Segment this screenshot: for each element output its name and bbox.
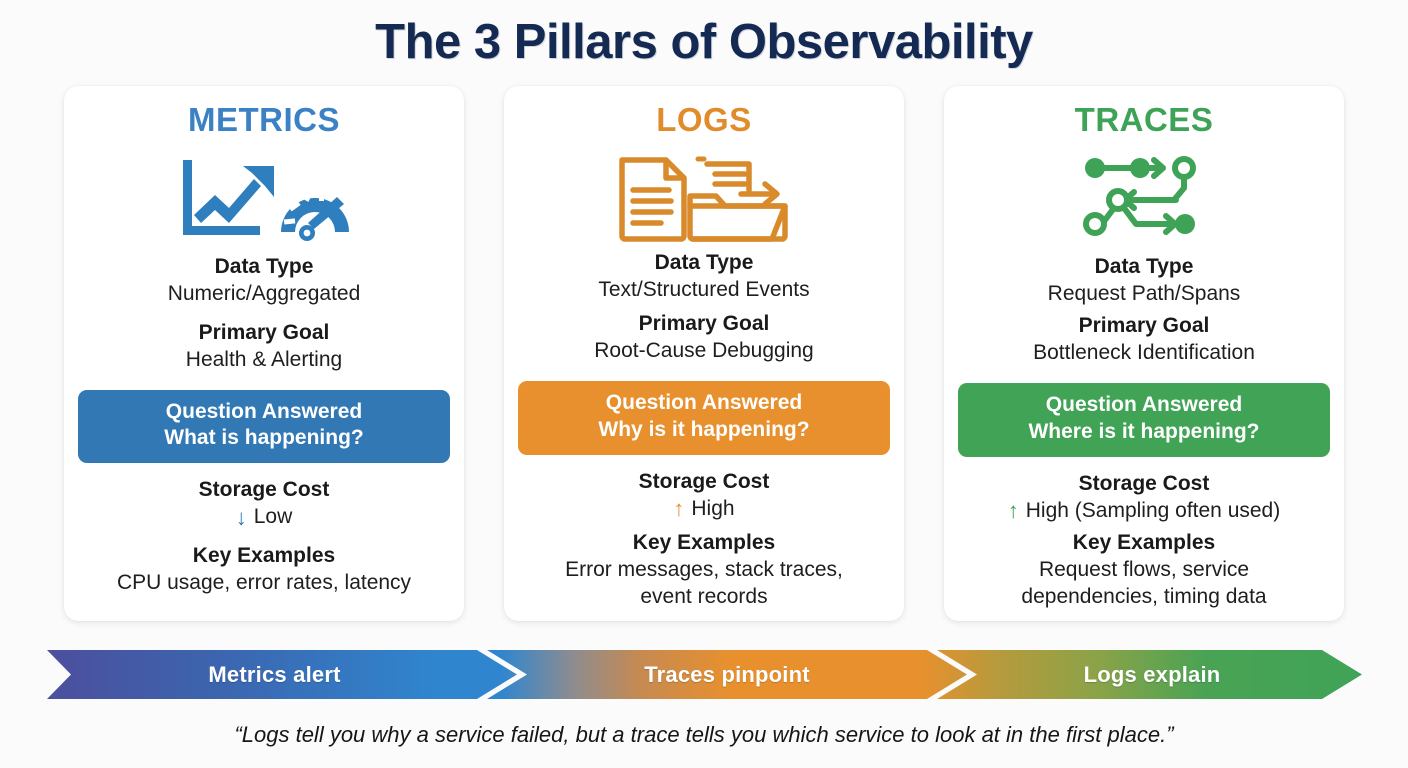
field-storage-cost-logs: Storage Cost ↑ High — [518, 469, 890, 523]
card-logs: LOGS — [504, 86, 904, 621]
question-pill-traces: Question Answered Where is it happening? — [958, 383, 1330, 457]
label-key-examples: Key Examples — [192, 544, 336, 567]
value-data-type: Numeric/Aggregated — [167, 281, 361, 305]
arrow-down-icon: ↓ — [235, 504, 247, 530]
banner-label-logs-explain: Logs explain — [1083, 661, 1221, 687]
label-question-answered: Question Answered — [165, 399, 363, 423]
arrow-up-icon: ↑ — [673, 496, 685, 522]
label-storage-cost: Storage Cost — [1078, 471, 1210, 495]
value-key-examples: CPU usage, error rates, latency — [116, 570, 412, 594]
banner-label-metrics-alert: Metrics alert — [208, 661, 341, 687]
field-storage-cost-traces: Storage Cost ↑ High (Sampling often used… — [958, 471, 1330, 525]
label-data-type: Data Type — [654, 251, 754, 274]
value-key-examples: Request flows, service dependencies, tim… — [1021, 558, 1267, 609]
field-primary-goal-traces: Primary Goal Bottleneck Identification — [958, 313, 1330, 367]
value-storage-cost: High — [691, 496, 735, 520]
label-question-answered: Question Answered — [1045, 393, 1243, 417]
line-chart-gauge-icon — [177, 154, 351, 246]
value-storage-cost: High (Sampling often used) — [1025, 498, 1281, 522]
field-key-examples-logs: Key Examples Error messages, stack trace… — [518, 530, 890, 611]
label-storage-cost: Storage Cost — [638, 469, 770, 493]
label-data-type: Data Type — [214, 255, 314, 278]
field-data-type-metrics: Data Type Numeric/Aggregated — [78, 254, 450, 308]
field-primary-goal-metrics: Primary Goal Health & Alerting — [78, 320, 450, 374]
card-title-logs: LOGS — [656, 101, 752, 138]
field-storage-cost-metrics: Storage Cost ↓ Low — [78, 477, 450, 531]
field-key-examples-traces: Key Examples Request flows, service depe… — [958, 530, 1330, 611]
label-primary-goal: Primary Goal — [1078, 314, 1210, 338]
card-title-metrics: METRICS — [188, 101, 340, 138]
field-primary-goal-logs: Primary Goal Root-Cause Debugging — [518, 311, 890, 365]
value-storage-cost: Low — [253, 505, 293, 529]
flow-arrow-banner: Metrics alert Traces pinpoint Logs expla… — [47, 646, 1362, 703]
label-storage-cost: Storage Cost — [198, 478, 330, 502]
label-question-answered: Question Answered — [605, 391, 803, 415]
label-primary-goal: Primary Goal — [198, 320, 330, 344]
page-title: The 3 Pillars of Observability — [375, 15, 1033, 69]
value-primary-goal: Bottleneck Identification — [1033, 341, 1255, 365]
document-folder-icon — [615, 154, 793, 242]
value-data-type: Request Path/Spans — [1047, 281, 1241, 305]
field-key-examples-metrics: Key Examples CPU usage, error rates, lat… — [78, 543, 450, 597]
label-key-examples: Key Examples — [1072, 531, 1216, 555]
value-question-traces: Where is it happening? — [1028, 420, 1260, 444]
field-data-type-logs: Data Type Text/Structured Events — [518, 250, 890, 304]
node-graph-trace-icon — [1080, 154, 1208, 246]
field-data-type-traces: Data Type Request Path/Spans — [958, 254, 1330, 308]
arrow-up-icon: ↑ — [1007, 498, 1019, 524]
question-pill-logs: Question Answered Why is it happening? — [518, 381, 890, 455]
pillars-card-row: METRICS — [0, 86, 1408, 621]
value-question-metrics: What is happening? — [164, 426, 364, 450]
question-pill-metrics: Question Answered What is happening? — [78, 389, 450, 464]
value-data-type: Text/Structured Events — [598, 277, 810, 301]
value-primary-goal: Health & Alerting — [185, 347, 343, 371]
label-primary-goal: Primary Goal — [638, 312, 770, 336]
value-key-examples: Error messages, stack traces, event reco… — [565, 558, 843, 609]
banner-label-traces-pinpoint: Traces pinpoint — [644, 661, 810, 687]
value-primary-goal: Root-Cause Debugging — [594, 339, 814, 363]
label-key-examples: Key Examples — [632, 531, 776, 555]
card-traces: TRACES — [944, 86, 1344, 621]
footer-quote: “Logs tell you why a service failed, but… — [234, 722, 1174, 747]
label-data-type: Data Type — [1094, 255, 1194, 278]
card-metrics: METRICS — [64, 86, 464, 621]
value-question-logs: Why is it happening? — [598, 418, 810, 442]
card-title-traces: TRACES — [1074, 101, 1214, 138]
